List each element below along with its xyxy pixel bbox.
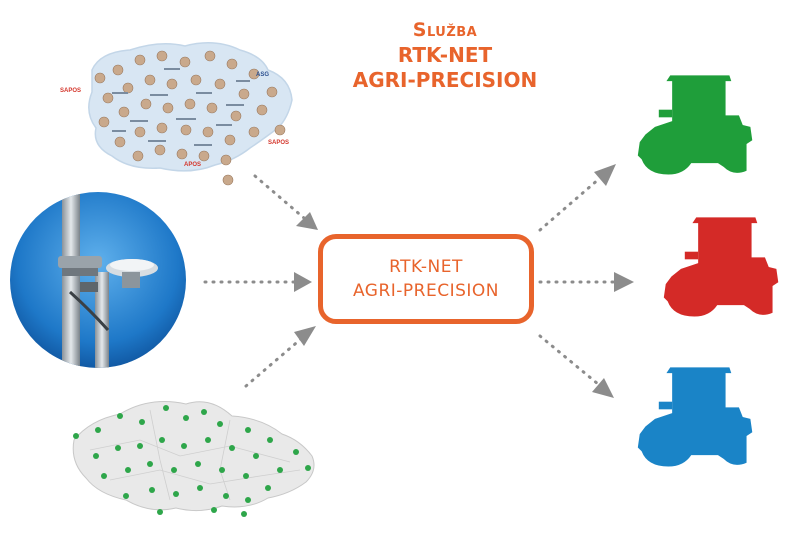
arrowhead-5: [614, 272, 634, 292]
blue-tractor-icon: [637, 367, 753, 467]
arrow-hub-to-green-tractor: [538, 176, 602, 232]
reference-station-map: [88, 42, 293, 186]
arrowhead-6: [592, 378, 614, 398]
arrow-heads: [294, 164, 634, 398]
arrow-czech-map-to-hub: [244, 336, 304, 388]
sapos-logo-right: SAPOS: [268, 140, 290, 146]
czech-station-map: [72, 401, 315, 517]
red-tractor-icon: [663, 217, 779, 317]
asg-logo: ASG: [256, 72, 270, 78]
arrowhead-1: [296, 212, 318, 230]
flow-arrows: [203, 174, 618, 388]
sapos-logo-left: SAPOS: [60, 88, 82, 94]
title-line-1: Služba: [412, 19, 478, 41]
arrow-hub-to-blue-tractor: [538, 334, 600, 386]
service-title: Služba RTK-NET AGRI-PRECISION: [300, 18, 590, 93]
title-line-2: RTK-NET: [397, 43, 493, 67]
hub-line-2: AGRI-PRECISION: [352, 281, 500, 301]
apos-logo: APOS: [184, 162, 202, 168]
arrowhead-2: [294, 272, 312, 292]
hub-line-1: RTK-NET: [389, 257, 463, 277]
green-tractor-icon: [637, 75, 753, 175]
arrow-map-to-hub: [253, 174, 306, 220]
rtk-net-hub-box: RTK-NET AGRI-PRECISION: [318, 234, 534, 324]
title-line-3: AGRI-PRECISION: [352, 68, 538, 92]
arrowhead-4: [594, 164, 616, 186]
arrowhead-3: [294, 326, 316, 346]
gnss-antenna-photo: [10, 192, 186, 368]
